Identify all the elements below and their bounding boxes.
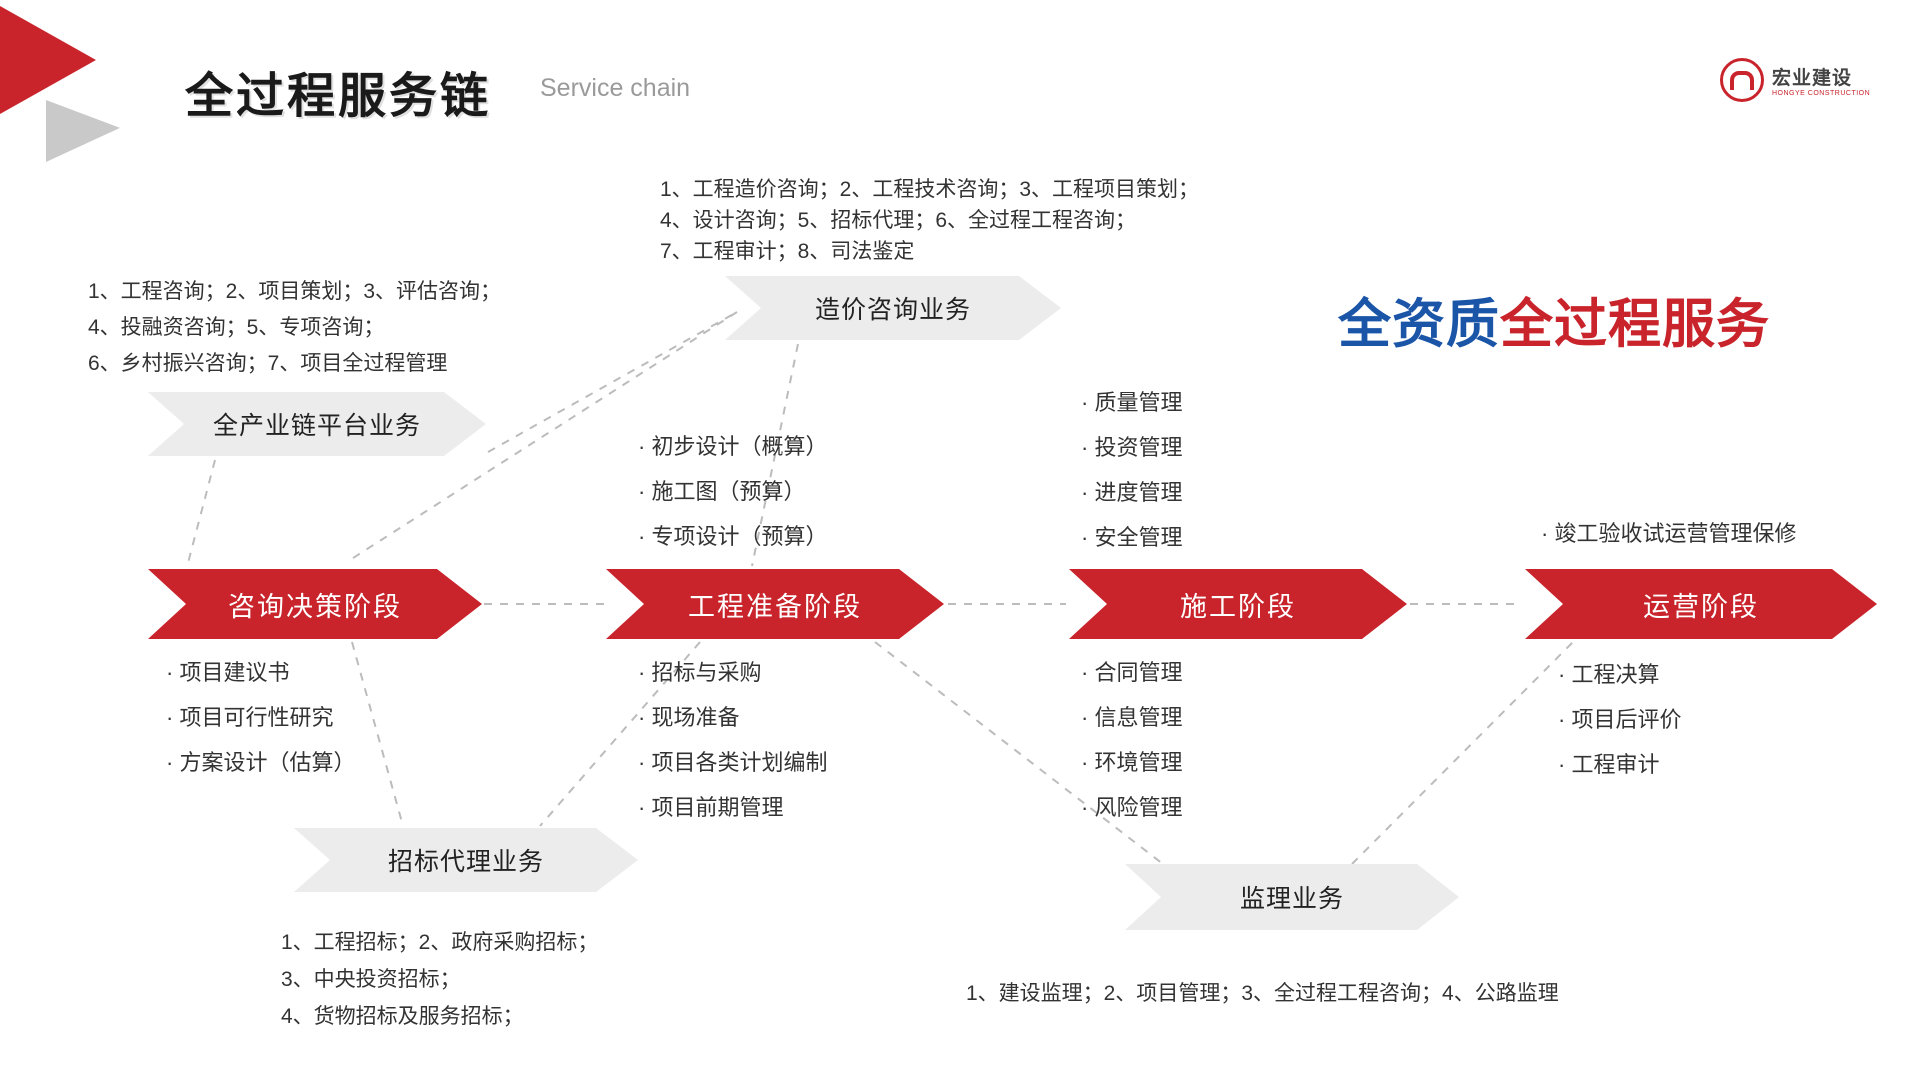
note-line: 1、建设监理；2、项目管理；3、全过程工程咨询；4、公路监理 bbox=[966, 982, 1559, 1005]
page-title: 全过程服务链 bbox=[185, 70, 492, 123]
list-item: · 方案设计（估算） bbox=[166, 750, 356, 775]
note-line: 3、中央投资招标； bbox=[281, 968, 461, 991]
logo-icon bbox=[1720, 58, 1764, 102]
list-item: · 项目可行性研究 bbox=[166, 705, 334, 730]
slogan: 全资质全过程服务 bbox=[1338, 282, 1770, 358]
logo-name: 宏业建设 bbox=[1772, 68, 1853, 89]
list-item: · 项目各类计划编制 bbox=[638, 750, 828, 775]
business-arrow-bidding-agency: 招标代理业务 bbox=[294, 828, 638, 892]
note-line: 7、工程审计；8、司法鉴定 bbox=[660, 240, 915, 263]
note-line: 1、工程造价咨询；2、工程技术咨询；3、工程项目策划； bbox=[660, 178, 1200, 201]
business-label: 招标代理业务 bbox=[387, 848, 544, 876]
list-item: · 信息管理 bbox=[1081, 705, 1183, 730]
list-item: · 进度管理 bbox=[1081, 480, 1183, 505]
list-item: · 质量管理 bbox=[1081, 390, 1183, 415]
list-above-construction: · 质量管理 · 投资管理 · 进度管理 · 安全管理 bbox=[1081, 380, 1182, 560]
business-label: 全产业链平台业务 bbox=[212, 412, 421, 440]
note-line: 6、乡村振兴咨询；7、项目全过程管理 bbox=[88, 352, 448, 375]
stage-label: 工程准备阶段 bbox=[688, 591, 862, 622]
list-item: · 初步设计（概算） bbox=[638, 434, 828, 459]
logo-subtext: HONGYE CONSTRUCTION bbox=[1772, 90, 1871, 97]
note-bidding-agency: 1、工程招标；2、政府采购招标； 3、中央投资招标； 4、货物招标及服务招标； bbox=[281, 924, 598, 1035]
note-supervision: 1、建设监理；2、项目管理；3、全过程工程咨询；4、公路监理 bbox=[966, 978, 1559, 1010]
list-item: · 竣工验收试运营管理保修 bbox=[1541, 521, 1797, 546]
list-below-construction: · 合同管理 · 信息管理 · 环境管理 · 风险管理 bbox=[1081, 650, 1182, 830]
stage-label: 施工阶段 bbox=[1180, 591, 1296, 622]
note-line: 1、工程招标；2、政府采购招标； bbox=[281, 931, 599, 954]
slogan-blue-part: 全资质 bbox=[1338, 295, 1500, 354]
list-item: · 投资管理 bbox=[1081, 435, 1183, 460]
list-item: · 合同管理 bbox=[1081, 660, 1183, 685]
note-platform-business: 1、工程咨询；2、项目策划；3、评估咨询； 4、投融资咨询；5、专项咨询； 6、… bbox=[88, 274, 501, 382]
note-line: 4、货物招标及服务招标； bbox=[281, 1005, 524, 1028]
page-subtitle: Service chain bbox=[540, 74, 691, 102]
list-item: · 项目前期管理 bbox=[638, 795, 784, 820]
stage-label: 运营阶段 bbox=[1643, 591, 1759, 622]
note-line: 4、设计咨询；5、招标代理；6、全过程工程咨询； bbox=[660, 209, 1137, 232]
list-above-preparation: · 初步设计（概算） · 施工图（预算） · 专项设计（预算） bbox=[638, 424, 827, 559]
note-line: 1、工程咨询；2、项目策划；3、评估咨询； bbox=[88, 280, 502, 303]
list-below-operation: · 工程决算 · 项目后评价 · 工程审计 bbox=[1558, 652, 1681, 787]
note-cost-consulting: 1、工程造价咨询；2、工程技术咨询；3、工程项目策划； 4、设计咨询；5、招标代… bbox=[660, 174, 1199, 267]
list-item: · 项目建议书 bbox=[166, 660, 290, 685]
list-item: · 现场准备 bbox=[638, 705, 740, 730]
stage-arrow-construction: 施工阶段 bbox=[1069, 569, 1407, 639]
list-item: · 招标与采购 bbox=[638, 660, 762, 685]
list-item: · 环境管理 bbox=[1081, 750, 1183, 775]
business-arrow-supervision: 监理业务 bbox=[1125, 864, 1459, 930]
logo-text: 宏业建设 HONGYE CONSTRUCTION bbox=[1772, 63, 1870, 97]
business-arrow-cost-consulting: 造价咨询业务 bbox=[725, 276, 1061, 340]
logo: 宏业建设 HONGYE CONSTRUCTION bbox=[1720, 58, 1870, 102]
slogan-red-part: 全过程服务 bbox=[1500, 295, 1770, 354]
stage-arrow-operation: 运营阶段 bbox=[1525, 569, 1877, 639]
stage-arrow-preparation: 工程准备阶段 bbox=[606, 569, 944, 639]
stage-arrow-consulting-decision: 咨询决策阶段 bbox=[148, 569, 482, 639]
note-line: 4、投融资咨询；5、专项咨询； bbox=[88, 316, 385, 339]
list-below-preparation: · 招标与采购 · 现场准备 · 项目各类计划编制 · 项目前期管理 bbox=[638, 650, 827, 830]
list-item: · 工程审计 bbox=[1558, 752, 1660, 777]
business-label: 造价咨询业务 bbox=[814, 296, 971, 324]
list-below-consulting-decision: · 项目建议书 · 项目可行性研究 · 方案设计（估算） bbox=[166, 650, 355, 785]
stage-label: 咨询决策阶段 bbox=[228, 591, 402, 622]
list-above-operation: · 竣工验收试运营管理保修 bbox=[1541, 518, 1796, 550]
list-item: · 安全管理 bbox=[1081, 525, 1183, 550]
business-arrow-platform: 全产业链平台业务 bbox=[148, 392, 486, 456]
list-item: · 风险管理 bbox=[1081, 795, 1183, 820]
list-item: · 项目后评价 bbox=[1558, 707, 1682, 732]
list-item: · 工程决算 bbox=[1558, 662, 1660, 687]
list-item: · 施工图（预算） bbox=[638, 479, 806, 504]
business-label: 监理业务 bbox=[1239, 885, 1344, 913]
list-item: · 专项设计（预算） bbox=[638, 524, 828, 549]
